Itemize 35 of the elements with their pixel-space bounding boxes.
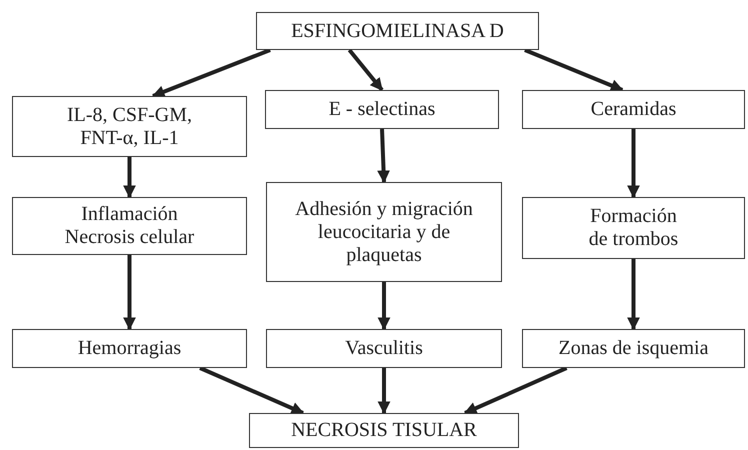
- arrow: [378, 282, 390, 330]
- arrow: [627, 129, 640, 198]
- box-label: NECROSIS TISULAR: [291, 419, 477, 442]
- process-box: [12, 197, 247, 255]
- box-label: E - selectinas: [328, 98, 436, 121]
- box-label: Inflamación: [81, 203, 178, 226]
- arrow: [627, 259, 640, 330]
- arrow: [199, 366, 304, 415]
- box-label: IL-8, CSF-GM, FNT-α, IL-1: [66, 104, 193, 150]
- process-box: [522, 329, 745, 368]
- process-box: [12, 329, 247, 368]
- arrow: [378, 368, 390, 414]
- arrow: [123, 157, 136, 198]
- box-label: Hemorragias: [78, 337, 182, 360]
- arrow: [348, 48, 384, 92]
- box-label: Ceramidas: [590, 98, 676, 121]
- box-label: Formación de trombos: [588, 205, 680, 251]
- arrow: [123, 255, 136, 330]
- process-box: [12, 96, 247, 157]
- process-box: [265, 90, 499, 129]
- process-box: [256, 12, 539, 50]
- arrow: [152, 48, 271, 98]
- box-label: Vasculitis: [345, 337, 423, 360]
- box-label: Adhesión y migración leucocitaria y de plaquetas: [294, 198, 474, 266]
- arrow: [524, 48, 624, 92]
- arrow: [377, 128, 390, 184]
- process-box: [522, 90, 745, 129]
- process-box: [266, 182, 502, 282]
- process-box: [522, 197, 745, 259]
- process-box: [266, 329, 502, 368]
- arrow: [464, 366, 568, 415]
- box-label: Necrosis celular: [64, 226, 194, 249]
- box-label: ESFINGOMIELINASA D: [291, 20, 504, 42]
- box-label: Zonas de isquemia: [558, 337, 708, 360]
- process-box: [249, 413, 519, 448]
